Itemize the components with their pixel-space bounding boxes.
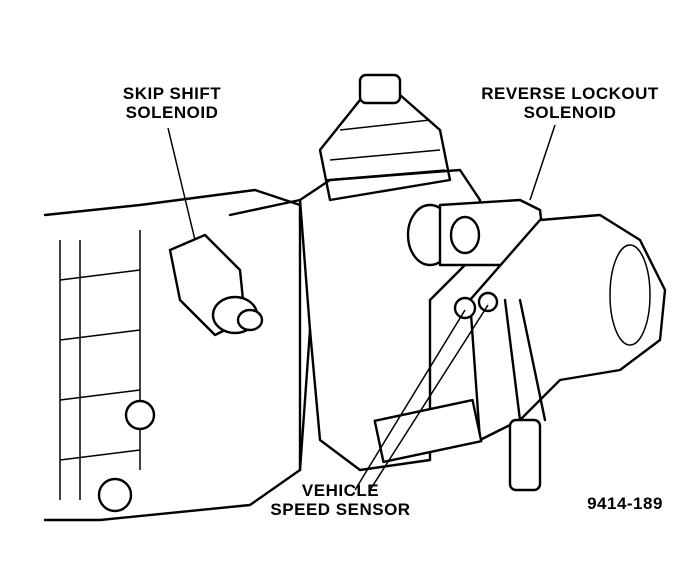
extension-housing xyxy=(468,213,667,442)
skip-shift-solenoid xyxy=(168,233,264,337)
label-line: SKIP SHIFT xyxy=(122,84,222,103)
transmission-case xyxy=(43,188,302,522)
reverse-lockout-solenoid-label: REVERSE LOCKOUT SOLENOID xyxy=(470,84,670,122)
label-line: SOLENOID xyxy=(523,103,617,122)
label-line: REVERSE LOCKOUT xyxy=(481,84,659,103)
center-housing xyxy=(298,168,482,472)
label-line: SPEED SENSOR xyxy=(270,500,411,519)
vehicle-speed-sensor-label: VEHICLE SPEED SENSOR xyxy=(258,481,423,519)
leader-reverse-lockout xyxy=(529,124,556,201)
label-line: VEHICLE xyxy=(301,481,380,500)
figure-id: 9414-189 xyxy=(587,494,663,513)
skip-shift-solenoid-label: SKIP SHIFT SOLENOID xyxy=(92,84,252,122)
label-line: SOLENOID xyxy=(125,103,219,122)
shifter-boot xyxy=(318,93,452,202)
leader-vehicle-speed xyxy=(354,304,489,491)
leader-skip-shift xyxy=(167,127,196,241)
vehicle-speed-sensor xyxy=(453,291,499,320)
